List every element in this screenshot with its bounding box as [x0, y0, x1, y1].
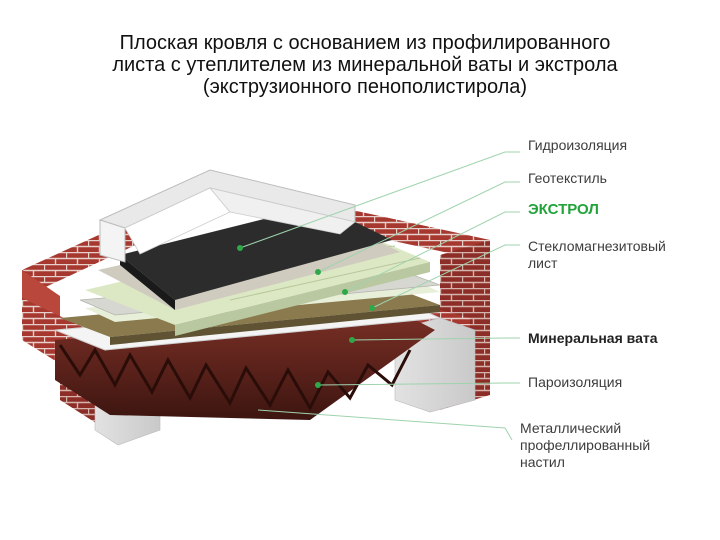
diagram-title: Плоская кровля с основанием из профилиро… [40, 32, 690, 98]
label-waterproofing: Гидроизоляция [528, 137, 628, 153]
label-extrol: ЭКСТРОЛ [528, 201, 599, 218]
leader-lines [239, 151, 520, 441]
label-glass-magnesium-line-1: Стекломагнезитовый [528, 238, 666, 254]
label-glass-magnesium-line-2: лист [528, 255, 558, 271]
label-mineral-wool: Минеральная вата [528, 330, 658, 346]
label-geotextile: Геотекстиль [528, 170, 607, 186]
label-deck-line-1: Металлический [520, 420, 622, 436]
parapet-upstand [98, 169, 356, 263]
label-metal-deck: Металлический профеллированный настил [520, 420, 650, 471]
title-line-3: (экструзионного пенополистирола) [202, 76, 528, 98]
title-line-1: Плоская кровля с основанием из профилиро… [119, 32, 611, 54]
title-line-2: листа с утеплителем из минеральной ваты … [112, 54, 618, 76]
label-glass-magnesium-sheet: Стекломагнезитовый лист [528, 238, 666, 272]
label-deck-line-2: профеллированный [520, 437, 651, 453]
label-vapor-barrier: Пароизоляция [528, 374, 623, 390]
leader-dots [237, 245, 375, 388]
label-deck-line-3: настил [520, 454, 565, 470]
